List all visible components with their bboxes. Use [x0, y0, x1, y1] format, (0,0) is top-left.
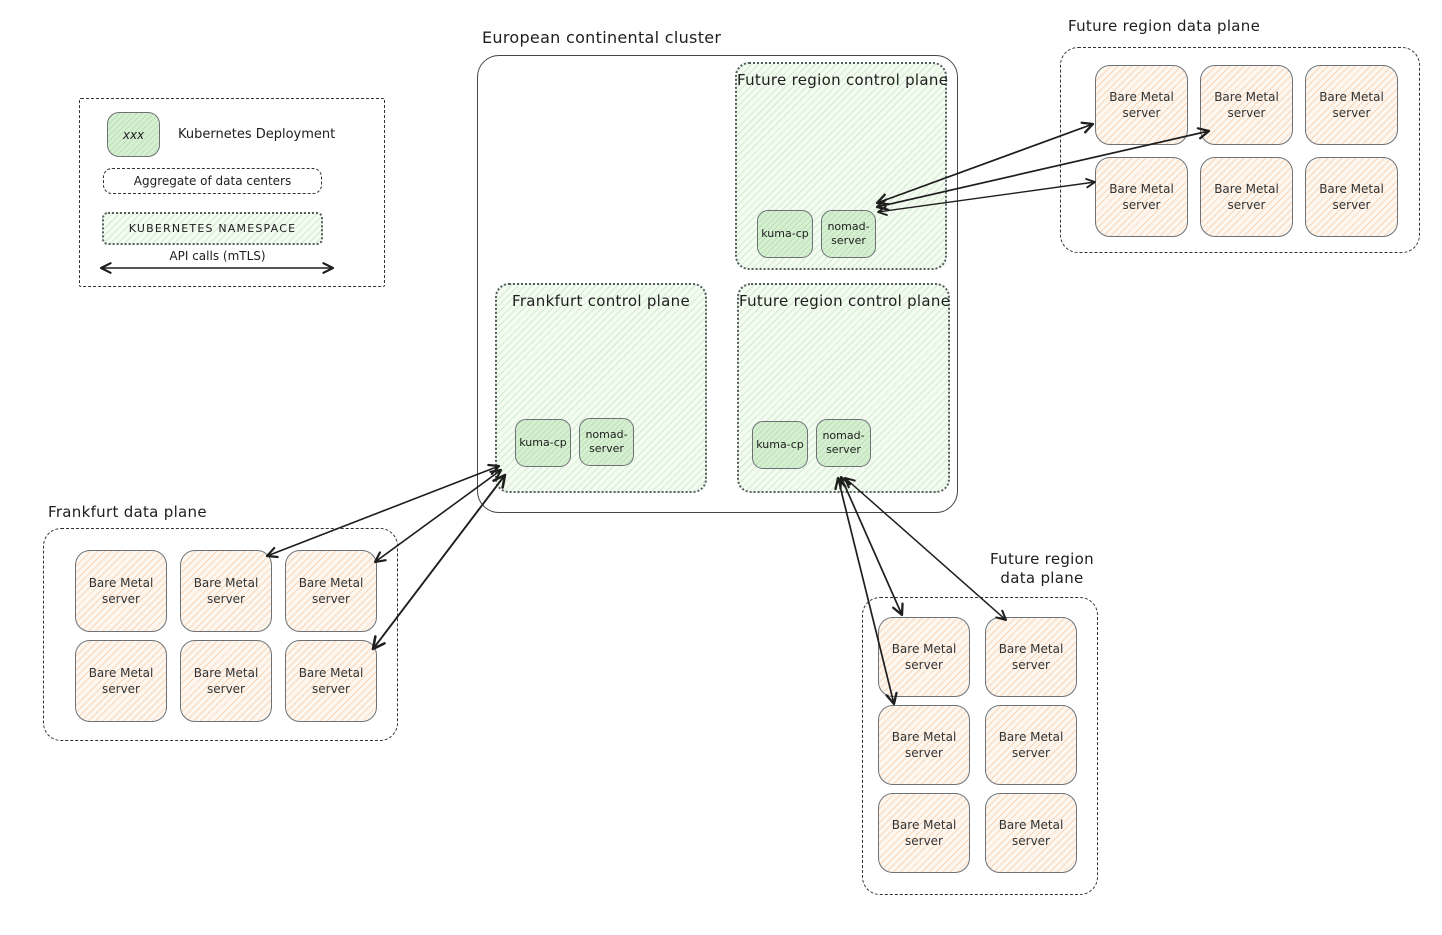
legend-aggregate-label: Aggregate of data centers [133, 174, 292, 188]
server-grid: Bare Metal server Bare Metal server Bare… [878, 617, 1077, 873]
deployment-label: nomad-server [827, 220, 870, 247]
server-grid: Bare Metal server Bare Metal server Bare… [75, 550, 377, 722]
control-plane-future-region-top: Future region control plane kuma-cp noma… [735, 62, 949, 270]
control-plane-title: Future region control plane [737, 71, 949, 89]
server-label: Bare Metal server [998, 817, 1064, 848]
server-box: Bare Metal server [1095, 65, 1188, 145]
server-box: Bare Metal server [1200, 157, 1293, 237]
data-plane-title: Future region data plane [1068, 17, 1261, 35]
data-plane-title: Future region data plane [990, 550, 1094, 587]
server-label: Bare Metal server [193, 575, 259, 606]
server-label: Bare Metal server [891, 817, 957, 848]
deployment-nomad-server: nomad-server [821, 210, 876, 258]
server-box: Bare Metal server [878, 793, 970, 873]
legend-namespace-label: KUBERNETES NAMESPACE [128, 222, 297, 235]
server-box: Bare Metal server [985, 705, 1077, 785]
deployment-label: kuma-cp [519, 436, 567, 450]
legend-namespace-sample: KUBERNETES NAMESPACE [102, 212, 323, 245]
server-box: Bare Metal server [285, 640, 377, 722]
server-label: Bare Metal server [1214, 89, 1279, 120]
server-box: Bare Metal server [75, 640, 167, 722]
deployment-label: nomad-server [585, 428, 628, 455]
server-box: Bare Metal server [180, 550, 272, 632]
server-box: Bare Metal server [1305, 157, 1398, 237]
server-box: Bare Metal server [985, 793, 1077, 873]
server-label: Bare Metal server [1109, 181, 1174, 212]
server-box: Bare Metal server [285, 550, 377, 632]
server-box: Bare Metal server [985, 617, 1077, 697]
server-label: Bare Metal server [1214, 181, 1279, 212]
server-box: Bare Metal server [1200, 65, 1293, 145]
server-box: Bare Metal server [75, 550, 167, 632]
cluster-title: European continental cluster [482, 28, 722, 47]
control-plane-future-region-bottom: Future region control plane kuma-cp noma… [737, 283, 950, 493]
deployment-nomad-server: nomad-server [579, 418, 634, 466]
server-box: Bare Metal server [180, 640, 272, 722]
server-box: Bare Metal server [1305, 65, 1398, 145]
deployment-label: nomad-server [822, 429, 865, 456]
deployment-kuma-cp: kuma-cp [757, 210, 813, 258]
server-label: Bare Metal server [1109, 89, 1174, 120]
server-box: Bare Metal server [878, 617, 970, 697]
legend-aggregate-sample: Aggregate of data centers [103, 168, 322, 194]
server-label: Bare Metal server [1319, 89, 1384, 120]
deployment-label: kuma-cp [756, 438, 804, 452]
server-label: Bare Metal server [193, 665, 259, 696]
server-box: Bare Metal server [1095, 157, 1188, 237]
control-plane-title: Future region control plane [739, 292, 951, 310]
server-label: Bare Metal server [88, 575, 154, 606]
control-plane-frankfurt: Frankfurt control plane kuma-cp nomad-se… [495, 283, 707, 493]
server-grid: Bare Metal server Bare Metal server Bare… [1095, 65, 1398, 237]
server-box: Bare Metal server [878, 705, 970, 785]
legend-deployment-sample: xxx [107, 112, 160, 157]
deployment-label: kuma-cp [761, 227, 809, 241]
data-plane-title: Frankfurt data plane [48, 503, 207, 521]
deployment-kuma-cp: kuma-cp [515, 419, 571, 467]
server-label: Bare Metal server [298, 575, 364, 606]
deployment-nomad-server: nomad-server [816, 419, 871, 467]
server-label: Bare Metal server [891, 641, 957, 672]
server-label: Bare Metal server [891, 729, 957, 760]
server-label: Bare Metal server [88, 665, 154, 696]
legend-deployment-sample-label: xxx [122, 127, 145, 142]
server-label: Bare Metal server [1319, 181, 1384, 212]
server-label: Bare Metal server [998, 641, 1064, 672]
server-label: Bare Metal server [998, 729, 1064, 760]
server-label: Bare Metal server [298, 665, 364, 696]
deployment-kuma-cp: kuma-cp [752, 421, 808, 469]
control-plane-title: Frankfurt control plane [512, 292, 690, 310]
legend-api-calls-label: API calls (mTLS) [169, 249, 266, 263]
legend-deployment-label: Kubernetes Deployment [178, 127, 336, 142]
